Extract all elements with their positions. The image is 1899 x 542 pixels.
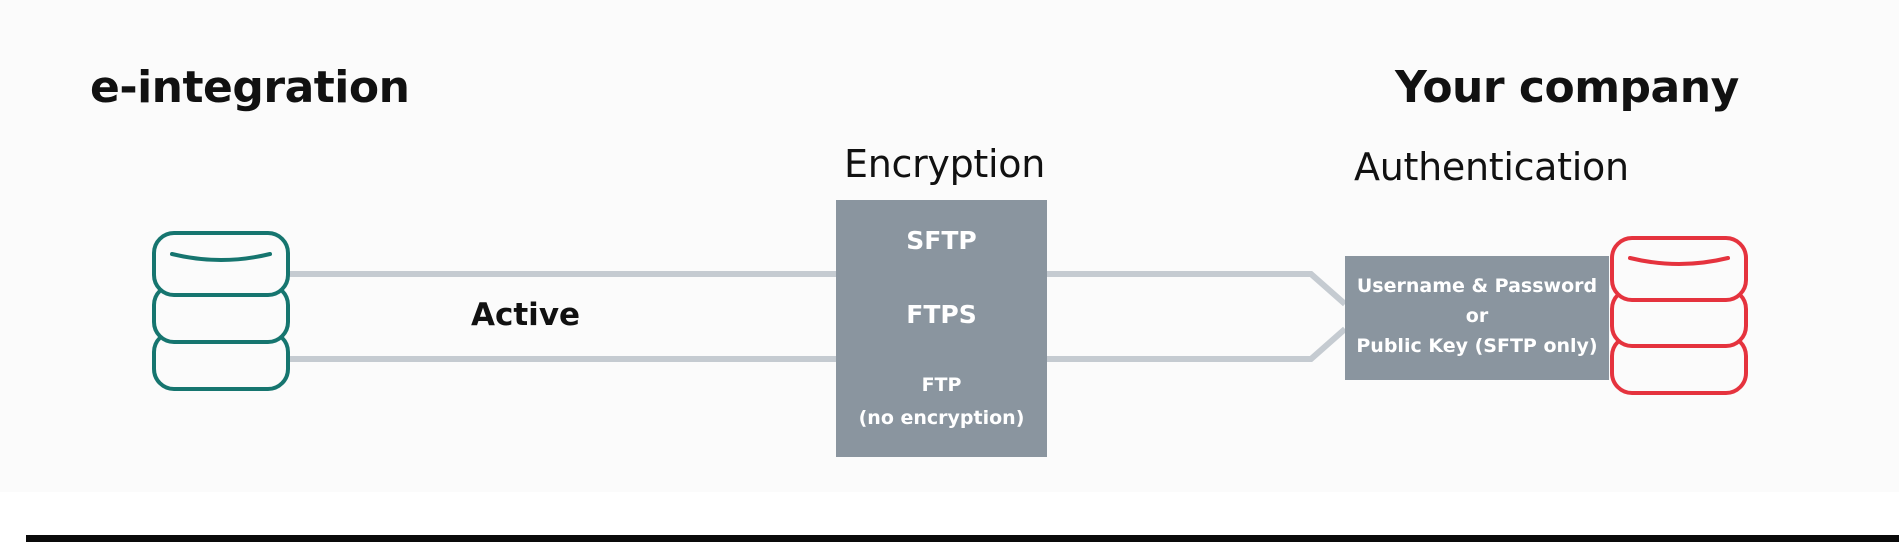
database-icon xyxy=(1610,236,1748,395)
connection-mode-label: Active xyxy=(471,297,581,333)
pipe-top-right xyxy=(1047,271,1347,307)
protocol-ftp: FTP xyxy=(921,374,962,396)
auth-method-separator: or xyxy=(1465,305,1489,327)
authentication-heading: Authentication xyxy=(1354,145,1629,189)
connection-graphics xyxy=(152,231,1748,395)
auth-method-public-key: Public Key (SFTP only) xyxy=(1356,335,1598,357)
pipe-bottom-right xyxy=(1047,326,1347,362)
right-party-title: Your company xyxy=(1395,62,1739,113)
connection-pipe xyxy=(273,271,1347,362)
left-party-title: e-integration xyxy=(90,62,410,113)
diagram-canvas: e-integration Your company Encryption Au… xyxy=(90,62,1748,457)
protocol-sftp: SFTP xyxy=(906,226,977,255)
protocol-ftp-note: (no encryption) xyxy=(858,407,1025,429)
bottom-divider xyxy=(26,535,1899,542)
authentication-method-box: Username & Password or Public Key (SFTP … xyxy=(1345,256,1609,380)
auth-method-password: Username & Password xyxy=(1356,275,1598,297)
encryption-protocol-box: SFTP FTPS FTP (no encryption) xyxy=(836,200,1047,457)
encryption-heading: Encryption xyxy=(844,142,1046,186)
database-icon xyxy=(152,231,290,391)
protocol-ftps: FTPS xyxy=(906,300,977,329)
